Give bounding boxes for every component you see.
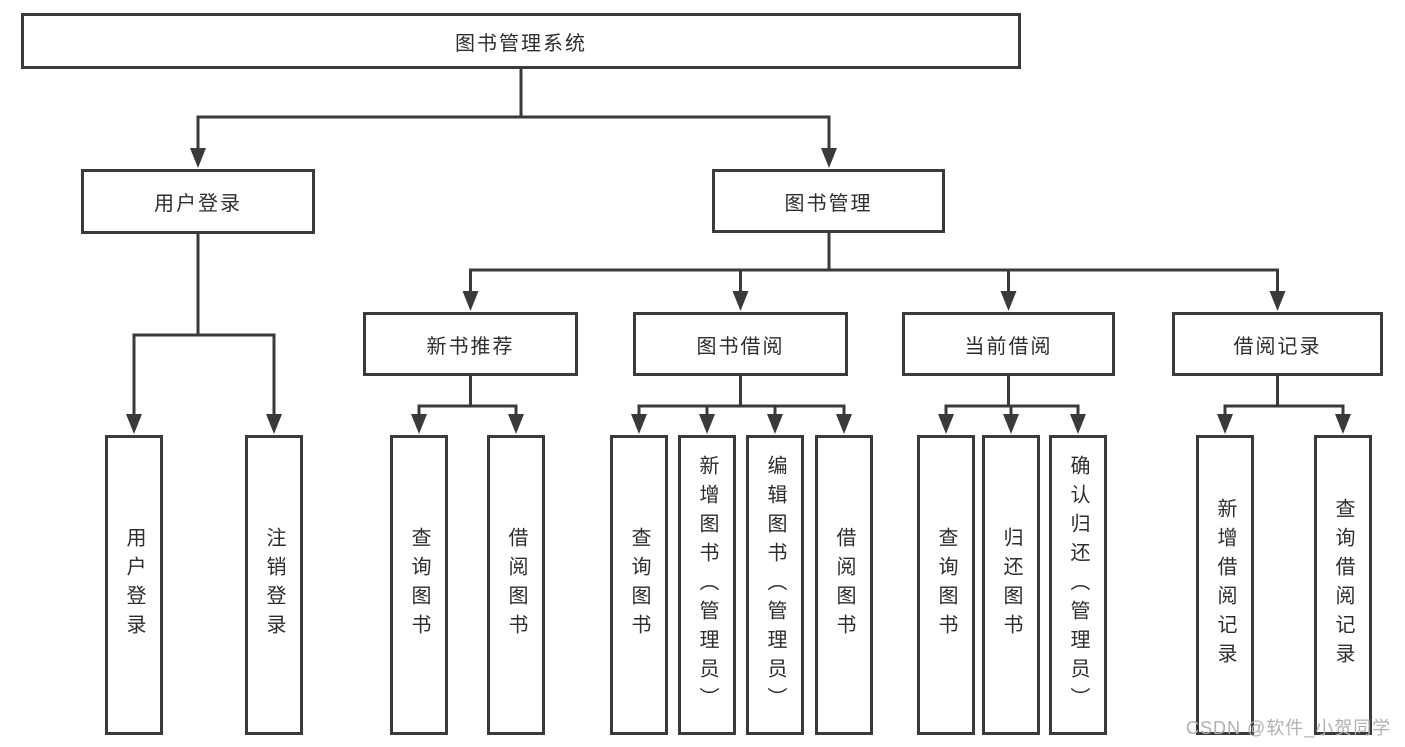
node-label: 新书推荐 [426, 335, 515, 358]
node-label: 图书管理系统 [455, 32, 587, 55]
leaf-label: 查询借阅记录 [1332, 498, 1354, 672]
leaf-query-books-borrow: 查询图书 [610, 435, 668, 735]
leaf-label: 查询图书 [628, 527, 650, 643]
leaf-label: 注销登录 [263, 527, 285, 643]
node-current-borrow: 当前借阅 [902, 312, 1115, 376]
node-label: 借阅记录 [1233, 335, 1322, 358]
leaf-borrow-books: 借阅图书 [815, 435, 873, 735]
leaf-add-books-admin: 新增图书（管理员） [678, 435, 736, 735]
leaf-return-books: 归还图书 [982, 435, 1040, 735]
leaf-edit-books-admin: 编辑图书（管理员） [746, 435, 804, 735]
leaf-label: 查询图书 [935, 527, 957, 643]
arrowheads [126, 148, 1351, 434]
node-label: 用户登录 [154, 193, 242, 215]
node-library-management-system: 图书管理系统 [21, 13, 1021, 69]
leaf-label: 归还图书 [1000, 527, 1022, 643]
leaf-label: 借阅图书 [505, 527, 527, 643]
leaf-query-borrow-record: 查询借阅记录 [1314, 435, 1372, 735]
leaf-label: 借阅图书 [833, 527, 855, 643]
node-new-book-recommend: 新书推荐 [363, 312, 578, 376]
node-label: 图书借阅 [696, 335, 785, 358]
node-label: 图书管理 [784, 192, 873, 215]
node-user-login: 用户登录 [81, 169, 315, 234]
leaf-user-login: 用户登录 [105, 435, 163, 735]
leaf-query-books-recommend: 查询图书 [390, 435, 448, 735]
leaf-logout: 注销登录 [245, 435, 303, 735]
leaf-borrow-books-recommend: 借阅图书 [487, 435, 545, 735]
leaf-confirm-return-admin: 确认归还（管理员） [1049, 435, 1107, 735]
leaf-label: 新增图书（管理员） [696, 454, 718, 716]
leaf-label: 编辑图书（管理员） [764, 454, 786, 716]
node-book-borrow: 图书借阅 [633, 312, 848, 376]
node-borrow-records: 借阅记录 [1172, 312, 1383, 376]
leaf-label: 确认归还（管理员） [1067, 454, 1089, 716]
leaf-label: 新增借阅记录 [1214, 498, 1236, 672]
leaf-add-borrow-record: 新增借阅记录 [1196, 435, 1254, 735]
leaf-query-books-current: 查询图书 [917, 435, 975, 735]
csdn-watermark: CSDN @软件_小贺同学 [1186, 718, 1392, 738]
node-book-management: 图书管理 [712, 169, 945, 233]
leaf-label: 查询图书 [408, 527, 430, 643]
node-label: 当前借阅 [964, 335, 1053, 358]
leaf-label: 用户登录 [123, 527, 145, 643]
